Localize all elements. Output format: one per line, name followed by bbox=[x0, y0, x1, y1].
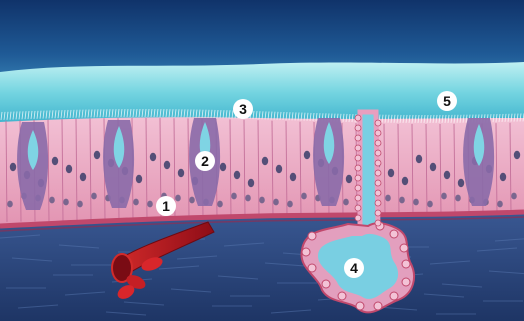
duct-cell bbox=[355, 185, 361, 191]
nucleus bbox=[66, 165, 72, 173]
nucleus bbox=[164, 161, 170, 169]
duct-cell bbox=[355, 125, 361, 131]
basal-nucleus bbox=[273, 199, 279, 206]
nucleus bbox=[458, 179, 464, 187]
duct-cell bbox=[355, 165, 361, 171]
basal-nucleus bbox=[63, 199, 69, 206]
basal-nucleus bbox=[49, 197, 55, 204]
nucleus bbox=[514, 151, 520, 159]
basal-nucleus bbox=[259, 197, 265, 204]
gland-cell bbox=[390, 292, 398, 300]
nucleus bbox=[388, 169, 394, 177]
duct-cell bbox=[355, 145, 361, 151]
duct-cell bbox=[355, 155, 361, 161]
basal-nucleus bbox=[217, 201, 223, 208]
nucleus bbox=[178, 169, 184, 177]
gland-cell bbox=[390, 230, 398, 238]
basal-nucleus bbox=[427, 201, 433, 208]
nucleus bbox=[444, 171, 450, 179]
duct-cell bbox=[375, 190, 381, 196]
nucleus bbox=[304, 151, 310, 159]
marker-3-label: 3 bbox=[239, 101, 247, 117]
gland-cell bbox=[338, 292, 346, 300]
nucleus bbox=[10, 163, 16, 171]
marker-2-label: 2 bbox=[201, 153, 209, 169]
nucleus bbox=[430, 163, 436, 171]
basal-nucleus bbox=[133, 199, 139, 206]
basal-nucleus bbox=[455, 195, 461, 202]
marker-5-label: 5 bbox=[443, 93, 451, 109]
duct-cell bbox=[375, 220, 381, 226]
gland-cell bbox=[308, 264, 316, 272]
basal-nucleus bbox=[343, 199, 349, 206]
basal-nucleus bbox=[91, 193, 97, 200]
marker-5: 5 bbox=[437, 91, 457, 111]
duct-cell bbox=[355, 115, 361, 121]
nucleus bbox=[346, 175, 352, 183]
duct-cell bbox=[375, 180, 381, 186]
basal-nucleus bbox=[175, 195, 181, 202]
basal-nucleus bbox=[511, 193, 517, 200]
nucleus bbox=[276, 165, 282, 173]
duct-cell bbox=[375, 170, 381, 176]
gland-cell bbox=[322, 280, 330, 288]
duct-cell bbox=[375, 140, 381, 146]
marker-3: 3 bbox=[233, 99, 253, 119]
basal-nucleus bbox=[189, 197, 195, 204]
basal-nucleus bbox=[287, 201, 293, 208]
basal-nucleus bbox=[301, 193, 307, 200]
nucleus bbox=[80, 173, 86, 181]
marker-4: 4 bbox=[344, 258, 364, 278]
nucleus bbox=[136, 175, 142, 183]
nucleus bbox=[220, 163, 226, 171]
duct-cell bbox=[375, 150, 381, 156]
basal-nucleus bbox=[497, 201, 503, 208]
duct-cell bbox=[355, 205, 361, 211]
basal-nucleus bbox=[441, 193, 447, 200]
nucleus bbox=[290, 173, 296, 181]
basal-nucleus bbox=[77, 201, 83, 208]
duct-cell bbox=[375, 210, 381, 216]
gland-duct bbox=[360, 112, 378, 228]
gland-cell bbox=[402, 278, 410, 286]
gland-cell bbox=[402, 260, 410, 268]
nucleus bbox=[262, 157, 268, 165]
nucleus bbox=[500, 173, 506, 181]
gland-cell bbox=[374, 302, 382, 310]
basal-nucleus bbox=[413, 199, 419, 206]
gland-cell bbox=[302, 248, 310, 256]
gland-cell bbox=[356, 302, 364, 310]
duct-cell bbox=[375, 130, 381, 136]
duct-cell bbox=[375, 160, 381, 166]
marker-4-label: 4 bbox=[350, 260, 358, 276]
duct-cell bbox=[355, 195, 361, 201]
duct-cell bbox=[355, 215, 361, 221]
gland-cell bbox=[400, 244, 408, 252]
duct-cell bbox=[375, 200, 381, 206]
nucleus bbox=[150, 153, 156, 161]
basal-nucleus bbox=[7, 201, 13, 208]
nucleus bbox=[94, 151, 100, 159]
duct-cell bbox=[355, 135, 361, 141]
marker-2: 2 bbox=[195, 151, 215, 171]
basal-nucleus bbox=[385, 195, 391, 202]
nucleus bbox=[416, 155, 422, 163]
nucleus bbox=[52, 157, 58, 165]
nucleus bbox=[234, 171, 240, 179]
gland-cell bbox=[308, 232, 316, 240]
basal-nucleus bbox=[399, 197, 405, 204]
basal-nucleus bbox=[245, 195, 251, 202]
marker-1-label: 1 bbox=[162, 198, 170, 214]
duct-cell bbox=[375, 120, 381, 126]
nucleus bbox=[402, 177, 408, 185]
nucleus bbox=[248, 179, 254, 187]
marker-1: 1 bbox=[156, 196, 176, 216]
basal-nucleus bbox=[147, 201, 153, 208]
duct-cell bbox=[355, 175, 361, 181]
basal-nucleus bbox=[231, 193, 237, 200]
